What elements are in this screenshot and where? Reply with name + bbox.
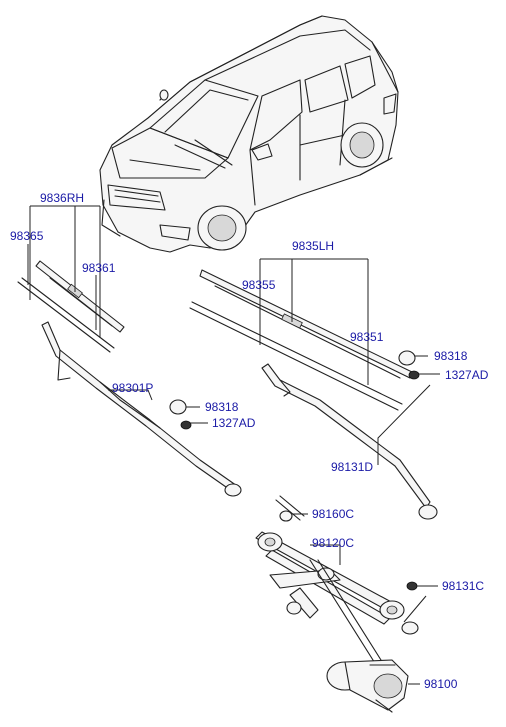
leader-lines bbox=[27, 205, 440, 685]
label-98318-right: 98318 bbox=[434, 349, 468, 363]
cap-left bbox=[169, 399, 187, 415]
nut-right bbox=[408, 370, 420, 380]
label-98100: 98100 bbox=[424, 677, 458, 691]
label-1327ad-right: 1327AD bbox=[445, 368, 489, 382]
wiper-arm-right bbox=[261, 363, 438, 520]
label-98355: 98355 bbox=[242, 278, 276, 292]
cap-right bbox=[398, 350, 416, 366]
label-98361: 98361 bbox=[82, 261, 116, 275]
wiper-motor bbox=[326, 659, 409, 713]
label-98351: 98351 bbox=[350, 330, 384, 344]
label-98131d: 98131D bbox=[331, 460, 373, 474]
label-98131c: 98131C bbox=[442, 579, 484, 593]
label-98318-left: 98318 bbox=[205, 400, 239, 414]
linkage-assembly bbox=[255, 495, 419, 669]
label-98301p: 98301P bbox=[112, 381, 153, 395]
label-9835lh: 9835LH bbox=[292, 239, 334, 253]
nut-left bbox=[180, 420, 192, 430]
label-98120c: 98120C bbox=[312, 536, 354, 550]
label-1327ad-left: 1327AD bbox=[212, 416, 256, 430]
wiper-arm-left bbox=[41, 321, 242, 497]
label-98365: 98365 bbox=[10, 229, 44, 243]
vehicle-illustration bbox=[99, 15, 399, 253]
label-98160c: 98160C bbox=[312, 507, 354, 521]
nut-98131c bbox=[406, 581, 418, 591]
label-9836rh: 9836RH bbox=[40, 191, 84, 205]
